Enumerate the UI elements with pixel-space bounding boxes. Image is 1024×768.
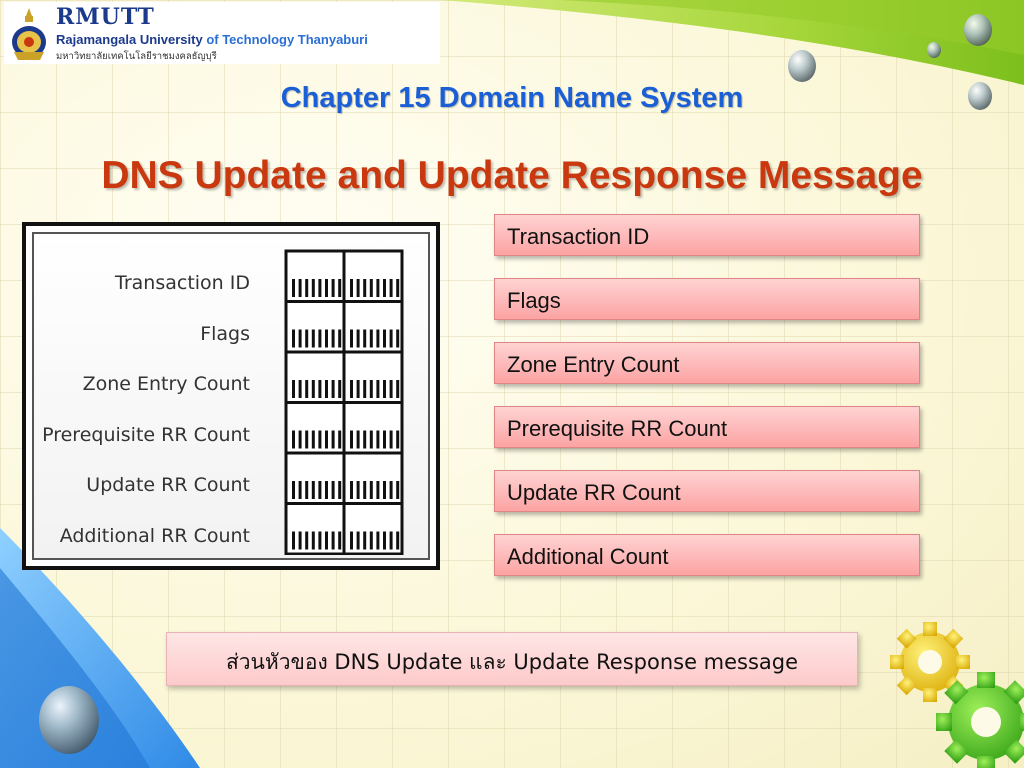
caption-box: ส่วนหัวของ DNS Update และ Update Respons… bbox=[166, 632, 858, 686]
logo-line-b: of Technology Thanyaburi bbox=[206, 32, 368, 47]
bit-ticks bbox=[350, 481, 400, 499]
bit-ticks bbox=[350, 531, 400, 550]
logo-university-name: Rajamangala University of Technology Tha… bbox=[56, 32, 368, 47]
field-box-flags: Flags bbox=[494, 278, 920, 320]
bit-ticks bbox=[350, 430, 400, 449]
bit-ticks bbox=[350, 329, 400, 348]
water-drop-icon bbox=[788, 14, 992, 110]
diagram-label: Zone Entry Count bbox=[82, 373, 250, 395]
bit-ticks bbox=[350, 279, 400, 297]
bit-ticks bbox=[292, 481, 342, 499]
bit-ticks bbox=[292, 430, 342, 449]
header-format-diagram: Transaction ID Flags Zone Entry Count Pr… bbox=[22, 222, 440, 570]
chapter-title: Chapter 15 Domain Name System bbox=[280, 82, 744, 114]
diagram-label: Flags bbox=[200, 323, 250, 345]
diagram-frame: Transaction ID Flags Zone Entry Count Pr… bbox=[32, 232, 430, 560]
bit-ticks bbox=[350, 380, 400, 398]
diagram-label: Additional RR Count bbox=[59, 525, 250, 547]
diagram-label: Transaction ID bbox=[115, 272, 250, 294]
water-drop-icon bbox=[39, 686, 99, 754]
page-title: DNS Update and Update Response Message bbox=[101, 154, 923, 197]
diagram-label: Prerequisite RR Count bbox=[42, 424, 250, 446]
field-box-additional-count: Additional Count bbox=[494, 534, 920, 576]
logo-name: RMUTT bbox=[56, 4, 155, 30]
green-swoosh-decoration bbox=[440, 0, 1024, 85]
field-box-update-rr-count: Update RR Count bbox=[494, 470, 920, 512]
university-logo: RMUTT Rajamangala University of Technolo… bbox=[4, 2, 440, 64]
bit-ticks bbox=[292, 329, 342, 348]
diagram-label: Update RR Count bbox=[86, 474, 250, 496]
gear-icon bbox=[890, 622, 1024, 768]
bit-field-grid bbox=[284, 249, 404, 555]
bit-ticks bbox=[292, 380, 342, 398]
logo-line-a: Rajamangala University bbox=[56, 32, 203, 47]
logo-thai-name: มหาวิทยาลัยเทคโนโลยีราชมงคลธัญบุรี bbox=[56, 51, 217, 62]
field-box-zone-entry-count: Zone Entry Count bbox=[494, 342, 920, 384]
field-box-prerequisite-rr-count: Prerequisite RR Count bbox=[494, 406, 920, 448]
university-emblem-icon bbox=[12, 8, 46, 60]
bit-ticks bbox=[292, 531, 342, 550]
field-box-transaction-id: Transaction ID bbox=[494, 214, 920, 256]
bit-ticks bbox=[292, 279, 342, 297]
